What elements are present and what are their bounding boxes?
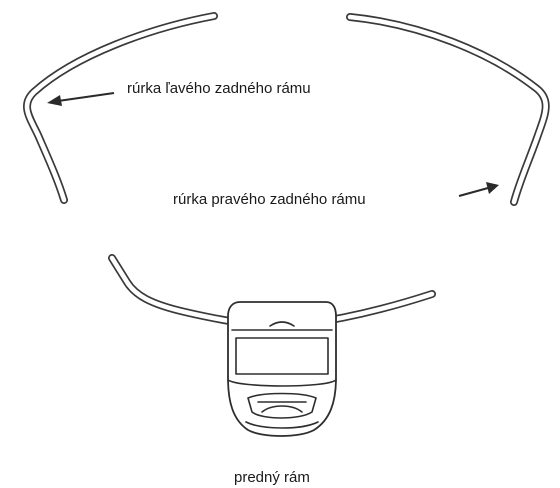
left-rear-frame-tube (23, 12, 218, 204)
right-tube-arrow (458, 182, 499, 197)
front-frame-label: predný rám (234, 469, 310, 486)
front-frame-footrest (227, 301, 337, 437)
left-tube-arrow (47, 92, 115, 106)
left-tube-label: rúrka ľavého zadného rámu (127, 80, 311, 97)
right-rear-frame-tube (346, 13, 550, 206)
right-tube-label: rúrka pravého zadného rámu (173, 191, 366, 208)
